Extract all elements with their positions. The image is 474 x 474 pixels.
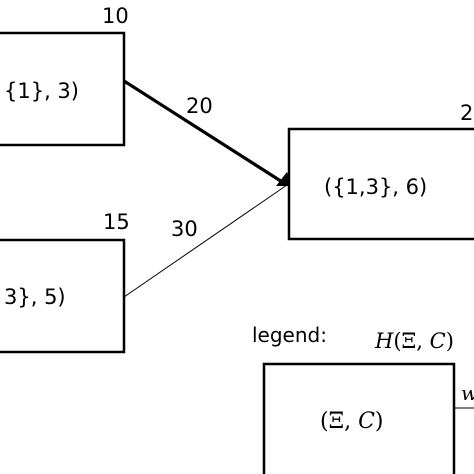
- node-b-box: [0, 238, 126, 354]
- edge-b-to-c-label: 30: [171, 217, 198, 241]
- edge-a-to-c: [123, 79, 288, 187]
- node-a-box: [0, 31, 126, 147]
- node-c-box: [287, 127, 474, 241]
- edge-b-to-c: [123, 184, 288, 298]
- legend-box-close: ): [375, 409, 384, 434]
- legend-box-open: (Ξ,: [320, 409, 358, 434]
- node-c-label: ({1,3}, 6): [324, 175, 427, 199]
- legend-header: H(Ξ, C): [374, 329, 454, 353]
- edge-a-to-c-label: 20: [186, 94, 213, 118]
- node-a-label: {1}, 3): [4, 79, 79, 103]
- legend-header-var: C: [430, 329, 446, 353]
- legend-header-fn: H: [374, 329, 394, 353]
- node-c-weight: 2: [460, 101, 473, 125]
- legend-header-open: (Ξ,: [393, 329, 429, 353]
- legend-title: legend:: [252, 323, 327, 347]
- node-b-weight: 15: [103, 210, 130, 234]
- node-a-weight: 10: [102, 4, 129, 28]
- legend-edge-var: w: [461, 381, 474, 405]
- legend-box-var: C: [358, 409, 375, 434]
- legend-box-label: (Ξ, C): [320, 409, 384, 434]
- legend-header-close: ): [446, 329, 454, 353]
- node-b-label: 3}, 5): [4, 285, 66, 309]
- legend-box: [262, 362, 456, 474]
